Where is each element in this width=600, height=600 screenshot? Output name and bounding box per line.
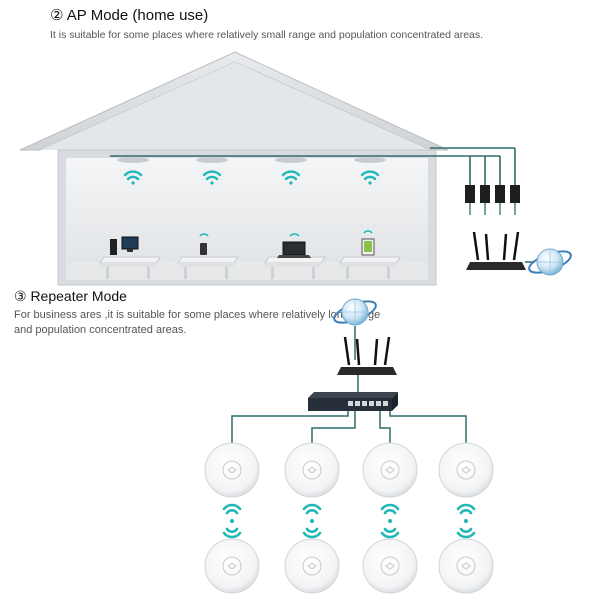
ceiling-access-point (362, 442, 418, 498)
house-roof-front (40, 62, 430, 150)
table-with-desktop (99, 236, 161, 279)
poe-to-router-cabling (469, 203, 516, 215)
repeater-mode-description-line2: and population concentrated areas. (14, 324, 187, 336)
ap-mode-router (466, 231, 526, 270)
house-cabling (110, 147, 516, 185)
repeater-mode-description-line1: For business ares ,it is suitable for so… (14, 309, 381, 321)
wifi-link-icon (380, 503, 400, 539)
table-with-phone (177, 233, 239, 279)
wifi-link-icon (222, 503, 242, 539)
ceiling-access-point (438, 538, 494, 594)
ceiling-access-point (204, 538, 260, 594)
repeater-mode-router (337, 336, 397, 375)
poe-adapter (480, 185, 490, 203)
wifi-icon (360, 170, 380, 185)
ceiling-access-point (284, 538, 340, 594)
internet-globe-icon (528, 248, 572, 276)
access-point-row-top (204, 442, 494, 498)
wifi-icon (123, 170, 143, 185)
ceiling-ap (275, 157, 307, 163)
wifi-link-icon (302, 503, 322, 539)
phone-icon (200, 243, 207, 255)
switch-cabling (231, 411, 467, 444)
house-wifi-signals (123, 170, 380, 185)
desktop-icon (121, 236, 139, 250)
ceiling-ap (196, 157, 228, 163)
access-point-row-bottom (204, 538, 494, 594)
laptop-icon (282, 241, 306, 256)
house-floor (66, 262, 428, 280)
wifi-link-icon (456, 503, 476, 539)
table-with-laptop (264, 233, 326, 279)
poe-adapter (510, 185, 520, 203)
ceiling-access-point (204, 442, 260, 498)
repeater-mode-title: ③ Repeater Mode (14, 288, 127, 304)
repeater-wifi-links (222, 503, 476, 539)
ceiling-access-point (438, 442, 494, 498)
ceiling-ap (117, 157, 149, 163)
ceiling-access-points (117, 157, 386, 163)
house-illustration (19, 51, 449, 286)
repeater-internet-globe-icon (333, 298, 377, 326)
ceiling-ap (354, 157, 386, 163)
wifi-icon (202, 170, 222, 185)
ceiling-access-point (362, 538, 418, 594)
wifi-icon (281, 170, 301, 185)
poe-adapters (465, 185, 520, 203)
house-tables (99, 230, 401, 279)
network-switch (308, 392, 398, 411)
ap-mode-description: It is suitable for some places where rel… (50, 29, 484, 41)
ap-mode-title: ② AP Mode (home use) (50, 7, 209, 24)
ceiling-access-point (284, 442, 340, 498)
poe-adapter (465, 185, 475, 203)
table-with-tablet (339, 230, 401, 279)
poe-adapter (495, 185, 505, 203)
